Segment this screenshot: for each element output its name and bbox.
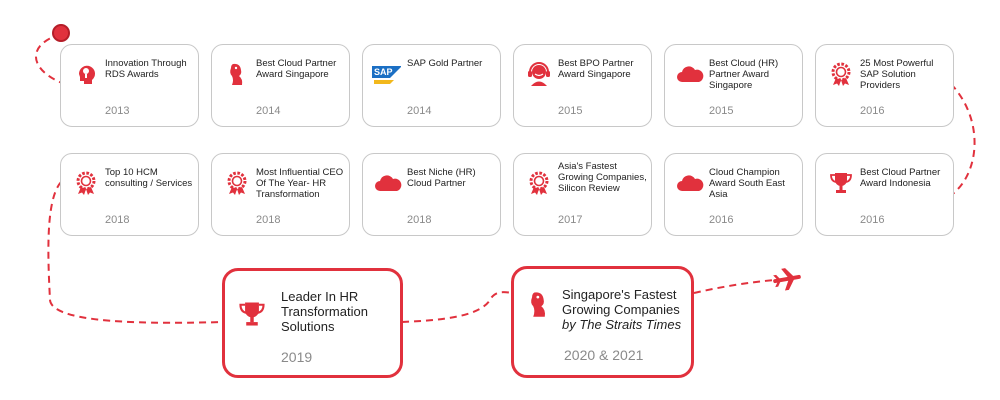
lightbulb-head-icon [78,65,95,84]
award-year: 2016 [709,214,734,226]
award-year: 2015 [558,105,583,117]
award-title: 25 Most Powerful SAP Solution Providers [860,58,934,91]
merlion-icon [230,63,243,85]
merlion-icon [531,292,545,317]
award-year: 2013 [105,105,130,117]
award-year: 2018 [407,214,432,226]
award-card: Top 10 HCM consulting / Services 2018 [60,153,199,236]
award-card: Most Influential CEO Of The Year- HR Tra… [211,153,350,236]
award-year: 2018 [256,214,281,226]
award-year: 2018 [105,214,130,226]
award-card: Best BPO Partner Award Singapore 2015 [513,44,652,127]
airplane-icon [773,268,801,291]
highlight-year: 2019 [281,349,313,365]
award-card: Cloud Champion Award South East Asia 201… [664,153,803,236]
award-title: Cloud Champion Award South East Asia [709,167,785,200]
cloud-icon [677,66,704,82]
award-badge-icon [227,171,247,195]
award-year: 2014 [407,105,432,117]
award-card: Best Niche (HR) Cloud Partner 2018 [362,153,501,236]
award-badge-icon [529,171,549,195]
award-title: Innovation Through RDS Awards [105,58,187,80]
award-year: 2014 [256,105,281,117]
highlight-title: Singapore's Fastest Growing Companies by… [562,287,692,332]
award-title: SAP Gold Partner [407,58,483,69]
award-year: 2015 [709,105,734,117]
cloud-icon [677,175,704,191]
award-title: Best BPO Partner Award Singapore [558,58,634,80]
highlight-title-suffix: by The Straits Times [562,317,682,332]
award-title: Best Cloud Partner Award Indonesia [860,167,941,189]
award-title: Best Niche (HR) Cloud Partner [407,167,476,189]
award-card: Best Cloud Partner Award Singapore 2014 [211,44,350,127]
trophy-icon [830,173,852,193]
award-year: 2016 [860,214,885,226]
highlight-title-main: Singapore's Fastest Growing Companies [562,287,680,317]
highlight-card: Singapore's Fastest Growing Companies by… [511,266,694,378]
award-card: Best Cloud (HR) Partner Award Singapore … [664,44,803,127]
award-title: Asia's Fastest Growing Companies, Silico… [558,161,647,194]
sap-logo-icon: SAP [372,66,401,84]
highlight-year: 2020 & 2021 [564,347,644,363]
award-card: Innovation Through RDS Awards 2013 [60,44,199,127]
award-card: Best Cloud Partner Award Indonesia 2016 [815,153,954,236]
award-title: Most Influential CEO Of The Year- HR Tra… [256,167,344,200]
trophy-icon [239,302,265,326]
highlight-card: Leader In HR Transformation Solutions 20… [222,268,403,378]
award-year: 2016 [860,105,885,117]
award-title: Top 10 HCM consulting / Services [105,167,193,189]
award-card: 25 Most Powerful SAP Solution Providers … [815,44,954,127]
award-card: SAP SAP Gold Partner 2014 [362,44,501,127]
award-title: Best Cloud (HR) Partner Award Singapore [709,58,779,91]
cloud-icon [375,175,402,191]
svg-text:SAP: SAP [374,67,393,77]
timeline-start-dot [52,24,70,42]
award-title: Best Cloud Partner Award Singapore [256,58,337,80]
highlight-title: Leader In HR Transformation Solutions [281,289,368,334]
headset-agent-icon [528,62,550,86]
award-card: Asia's Fastest Growing Companies, Silico… [513,153,652,236]
award-badge-icon [831,62,851,86]
award-badge-icon [76,171,96,195]
award-year: 2017 [558,214,583,226]
